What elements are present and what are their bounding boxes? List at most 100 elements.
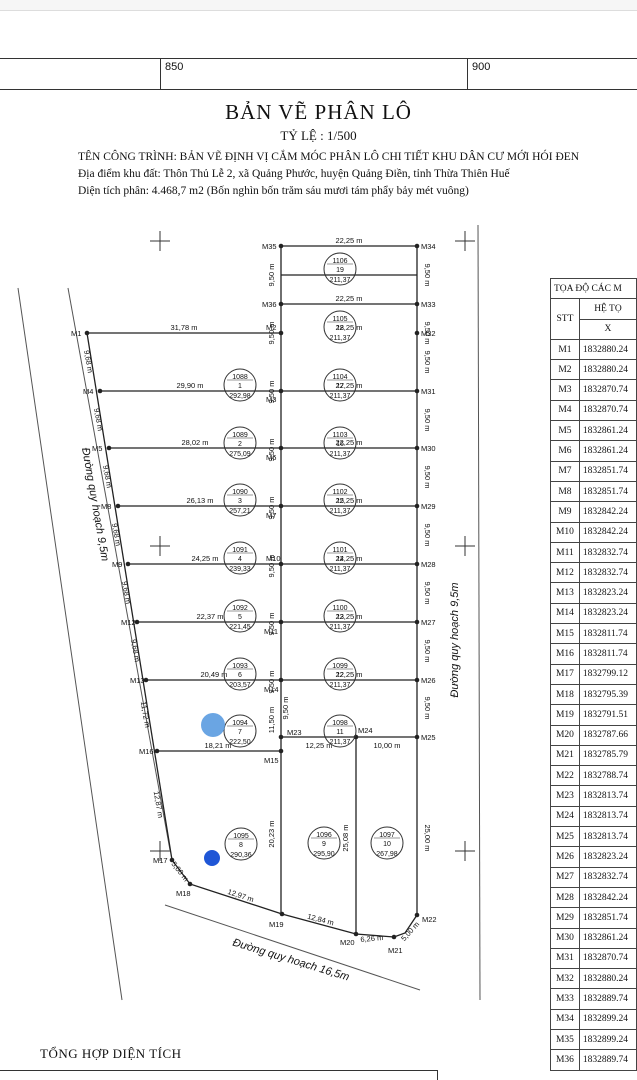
point-m8 <box>115 503 121 509</box>
lot-12: 1099 12 211,37 <box>323 657 357 691</box>
dim-v-r17-right: 9,50 m <box>423 351 432 374</box>
table-cell-x: 1832832.74 <box>578 866 637 888</box>
lot-17-area: 211,37 <box>330 393 351 400</box>
lot-7-area: 222,50 <box>229 739 251 746</box>
table-cell-x: 1832880.24 <box>578 338 637 361</box>
label-m10: M10 <box>266 554 281 563</box>
lot-19-area: 211,37 <box>330 277 351 284</box>
lot-15-id: 1102 <box>332 489 347 496</box>
lot-3-area: 257,21 <box>229 508 251 515</box>
lot-10-id: 1097 <box>379 832 395 839</box>
lot-18: 1105 18 211,37 <box>323 310 357 344</box>
dimension-labels: 22,25 m 22,25 m 31,78 m 22,25 m 29,90 m … <box>169 236 421 944</box>
lot-2: 1089 2 275,09 <box>223 426 257 460</box>
table-cell-x: 1832785.79 <box>578 744 637 767</box>
lot-17-no: 17 <box>336 383 344 390</box>
lot-13-no: 13 <box>336 614 344 621</box>
dim-v-left5: 9,68 m <box>120 580 133 604</box>
dim-v-r19-right: 9,50 m <box>423 264 432 287</box>
lot-3: 1090 3 257,21 <box>223 483 257 517</box>
lot-17-id: 1104 <box>332 374 347 381</box>
label-m27: M27 <box>421 618 436 627</box>
point-m36 <box>278 301 284 307</box>
table-cell-stt: M18 <box>550 683 580 706</box>
dim-m20-m21: 6,26 m <box>360 933 384 944</box>
lot-6: 1093 6 203,57 <box>223 657 257 691</box>
location-marker-small[interactable] <box>204 850 220 866</box>
table-cell-stt: M30 <box>550 927 580 949</box>
table-cell-x: 1832899.24 <box>578 1008 637 1030</box>
point-m12 <box>134 619 140 625</box>
footer-divider <box>0 1070 438 1071</box>
dim-v-r18-right: 9,50 m <box>423 322 432 345</box>
footer-divider-vertical <box>437 1070 438 1080</box>
dim-m2-m32: 22,25 m <box>335 323 362 332</box>
road-edges <box>17 225 481 1001</box>
lot-5-area: 221,45 <box>229 624 251 631</box>
lot-19-id: 1106 <box>332 258 347 265</box>
table-cell-x: 1832813.74 <box>578 805 637 828</box>
table-cell-x: 1832861.24 <box>578 440 637 462</box>
lot-lines <box>86 245 418 938</box>
table-cell-x: 1832851.74 <box>578 907 637 929</box>
dim-m5-m6: 28,02 m <box>181 438 208 447</box>
dim-m18-m19: 12,97 m <box>226 887 255 904</box>
table-cell-stt: M12 <box>550 562 580 584</box>
table-cell-x: 1832823.24 <box>578 602 637 625</box>
lot-3-id: 1090 <box>232 489 248 496</box>
dim-m36-m33: 22,25 m <box>335 294 362 303</box>
lot-6-no: 6 <box>238 672 242 679</box>
dim-m3-m31: 22,25 m <box>335 381 362 390</box>
lot-14-no: 14 <box>336 556 344 563</box>
lot-8-no: 8 <box>239 842 243 849</box>
grid-crosses <box>150 231 475 861</box>
location-marker-large[interactable] <box>201 713 225 737</box>
table-cell-x: 1832823.24 <box>578 582 637 604</box>
point-m14 <box>278 677 284 683</box>
label-m28: M28 <box>421 560 436 569</box>
table-cell-stt: M14 <box>550 602 580 625</box>
table-cell-x: 1832813.74 <box>578 785 637 807</box>
dim-v-r19: 9,50 m <box>267 264 276 287</box>
dim-m13-m14: 20,49 m <box>200 670 227 679</box>
table-cell-x: 1832813.74 <box>578 826 637 848</box>
point-m20 <box>353 931 359 937</box>
lot-18-no: 18 <box>336 325 344 332</box>
table-cell-x: 1832861.24 <box>578 927 637 949</box>
label-m29: M29 <box>421 502 436 511</box>
table-cell-stt: M11 <box>550 541 580 564</box>
dim-m11-m27: 22,25 m <box>335 612 362 621</box>
frame-cell-900: 900 <box>467 59 637 89</box>
table-cell-x: 1832823.24 <box>578 846 637 868</box>
label-m8: M8 <box>101 502 111 511</box>
table-cell-stt: M33 <box>550 988 580 1010</box>
dim-m9-m10: 24,25 m <box>191 554 218 563</box>
lot-10-no: 10 <box>383 841 391 848</box>
table-cell-stt: M3 <box>550 379 580 401</box>
dim-v-left2: 9,68 m <box>92 407 105 431</box>
dim-v-r11-right: 9,50 m <box>423 697 432 720</box>
label-m33: M33 <box>421 300 436 309</box>
point-m6 <box>278 445 284 451</box>
point-m2 <box>278 330 284 336</box>
dim-v-r11: 9,50 m <box>281 697 290 720</box>
point-m4 <box>97 388 103 394</box>
point-m15 <box>278 748 284 754</box>
table-cell-stt: M28 <box>550 886 580 909</box>
lot-9-no: 9 <box>322 841 326 848</box>
dim-m35-m34: 22,25 m <box>335 236 362 245</box>
lot-19-no: 19 <box>336 267 344 274</box>
lot-4-no: 4 <box>238 556 242 563</box>
dim-v-left1: 9,68 m <box>82 349 95 373</box>
label-m7: M7 <box>266 511 276 520</box>
